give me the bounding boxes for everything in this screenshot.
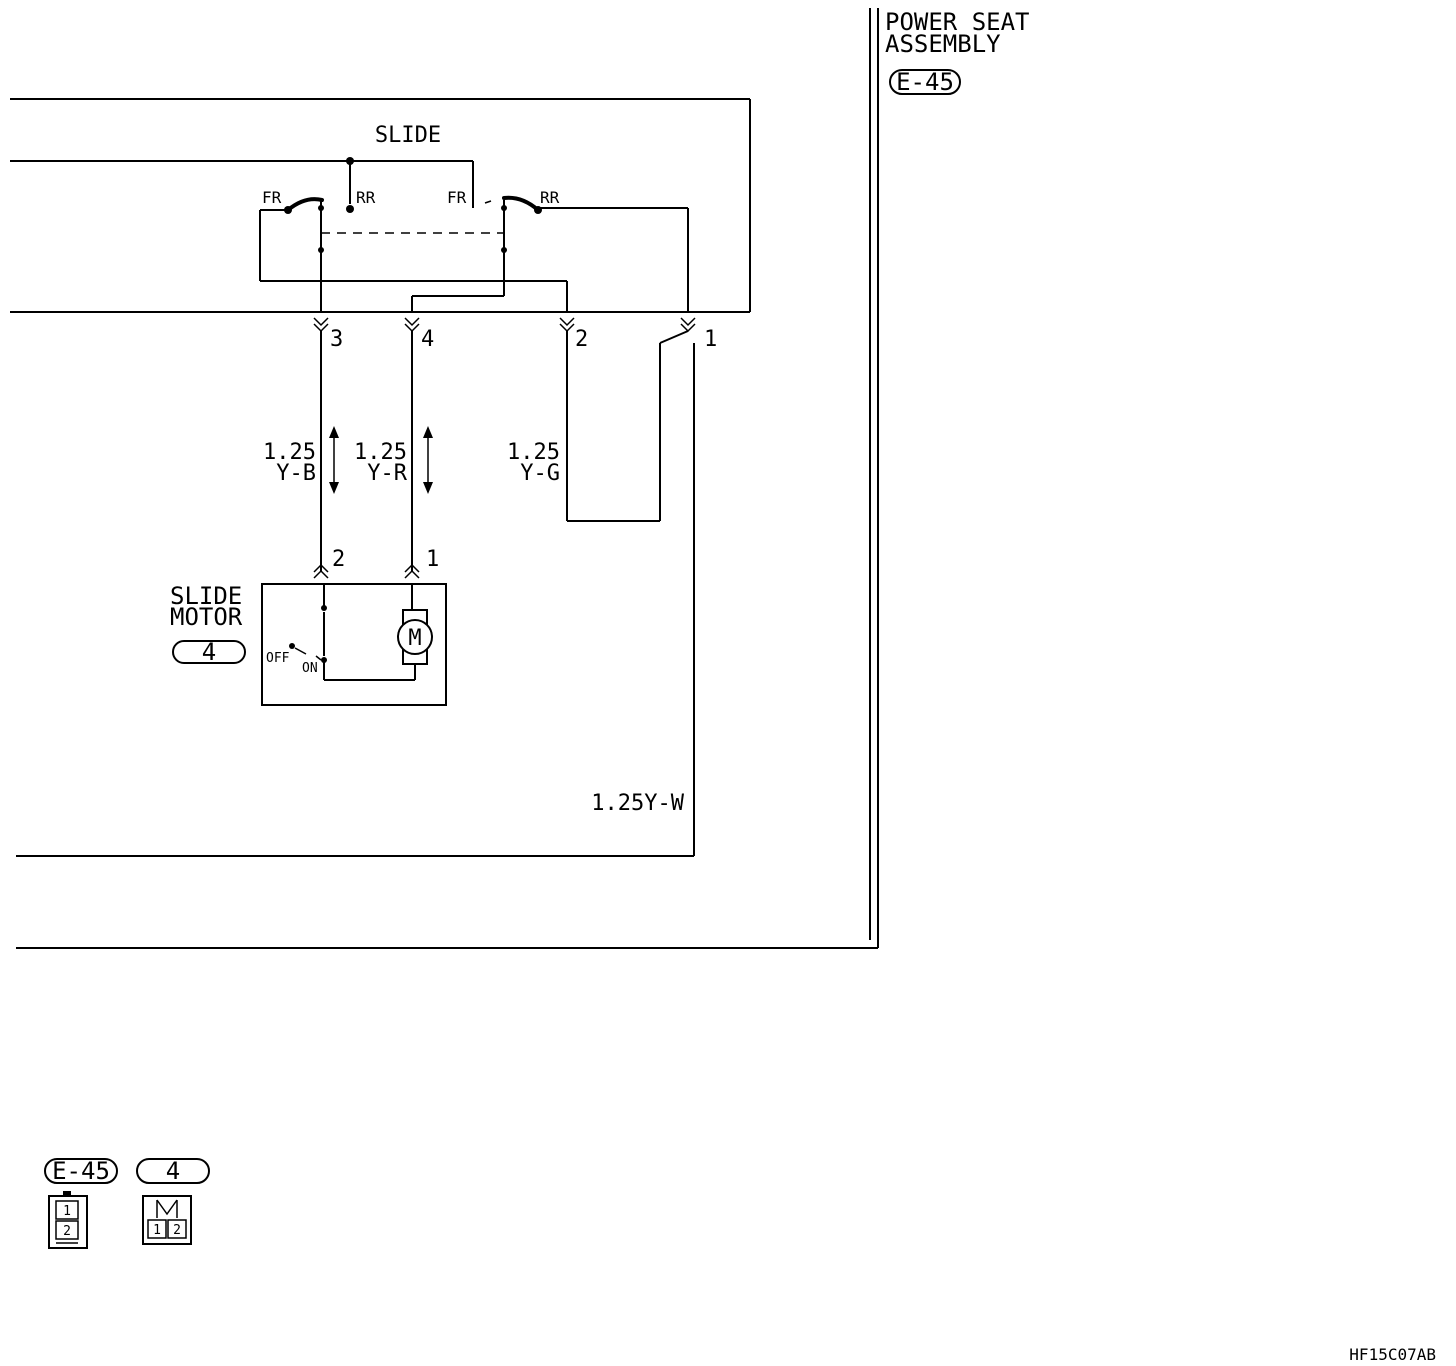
assembly-title-line2: ASSEMBLY (885, 30, 1001, 58)
wire-yr-color: Y-R (367, 461, 407, 486)
legend-4-pin-2: 2 (173, 1223, 181, 1238)
wire-yb-size: 1.25 (263, 440, 316, 465)
figure-code: HF15C07AB (1349, 1345, 1436, 1364)
left-switch-rr-label: RR (356, 188, 376, 207)
assembly-title-line1: POWER SEAT (885, 8, 1030, 36)
motor-switch-on-label: ON (302, 661, 318, 676)
motor-pin-2-label: 2 (332, 547, 345, 572)
power-seat-assembly-frame (16, 8, 879, 949)
terminal-4-label: 4 (421, 327, 434, 352)
right-switch-rr-label: RR (540, 188, 560, 207)
wire-yb-color: Y-B (276, 461, 316, 486)
switch-title: SLIDE (375, 123, 441, 148)
assembly-connector-label: E-45 (896, 68, 954, 96)
wire-yg-size: 1.25 (507, 440, 560, 465)
motor-title-line1: SLIDE (170, 582, 242, 610)
connector-legend-4: 4 1 2 (136, 1157, 210, 1245)
legend-4-label: 4 (166, 1157, 180, 1185)
wire-yr-size: 1.25 (354, 440, 407, 465)
terminal-1-label: 1 (704, 327, 717, 352)
motor-connector-label: 4 (202, 638, 216, 666)
connector-legend-e45: E-45 1 2 (44, 1157, 118, 1249)
legend-e45-pin-2: 2 (63, 1224, 71, 1239)
motor-switch-off-label: OFF (266, 651, 290, 666)
motor-title-line2: MOTOR (170, 603, 243, 631)
wire-yw-label: 1.25Y-W (591, 791, 684, 816)
terminal-3-label: 3 (330, 327, 343, 352)
left-switch-fr-label: FR (262, 188, 282, 207)
slide-switch-wiring (10, 98, 751, 313)
motor-connector-badge (172, 640, 246, 664)
slide-motor (261, 563, 447, 706)
harness-wires (16, 330, 695, 857)
motor-symbol: M (408, 626, 421, 651)
right-switch-fr-label: FR (447, 188, 467, 207)
wire-yg-color: Y-G (520, 461, 560, 486)
e45-connector-pins (313, 317, 696, 333)
legend-e45-label: E-45 (52, 1157, 110, 1185)
assembly-label: POWER SEAT ASSEMBLY E-45 (885, 8, 1030, 96)
motor-pin-1-label: 1 (426, 547, 439, 572)
legend-4-pin-1: 1 (153, 1223, 161, 1238)
terminal-2-label: 2 (575, 327, 588, 352)
legend-e45-pin-1: 1 (63, 1204, 71, 1219)
assembly-connector-badge (889, 69, 961, 95)
